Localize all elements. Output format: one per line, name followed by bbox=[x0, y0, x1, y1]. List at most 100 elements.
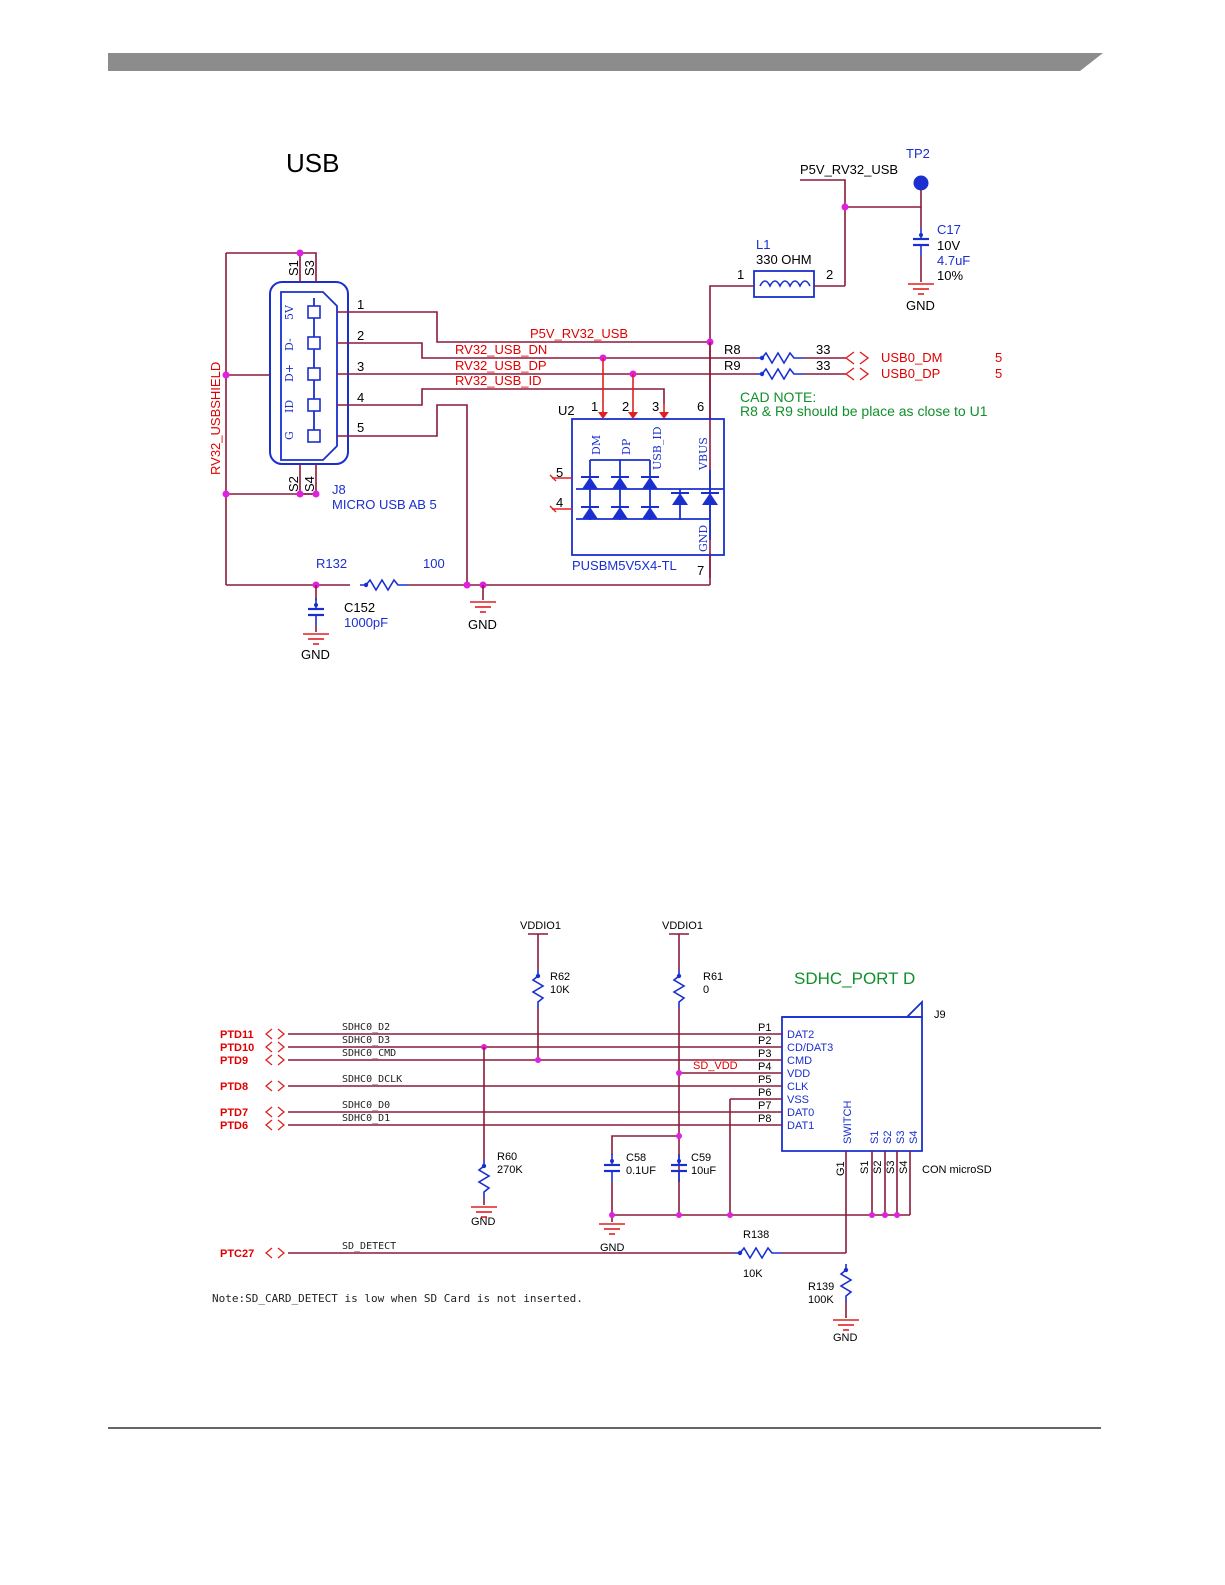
r8-value: 33 bbox=[816, 342, 830, 357]
c58-gnd-label: GND bbox=[600, 1242, 625, 1254]
port-ptd6: PTD6 bbox=[220, 1120, 248, 1132]
r132-value: 100 bbox=[423, 556, 445, 571]
j9-sig-dat1: DAT1 bbox=[787, 1120, 814, 1132]
u2-pin2: 2 bbox=[622, 399, 629, 414]
r8-ref: R8 bbox=[724, 342, 741, 357]
l1-pin1: 1 bbox=[737, 267, 744, 282]
j8-sig-dp: D+ bbox=[283, 364, 296, 382]
c58-ref: C58 bbox=[626, 1152, 646, 1164]
j8-sig-id: ID bbox=[283, 400, 296, 413]
j8-sig-g: G bbox=[283, 431, 296, 440]
net-sdhc0-d3: SDHC0_D3 bbox=[342, 1035, 390, 1046]
j8-s2: S2 bbox=[286, 476, 301, 492]
cad-note-title: CAD NOTE: bbox=[740, 389, 816, 405]
j9-p2: P2 bbox=[758, 1035, 771, 1047]
j9-part: CON microSD bbox=[922, 1164, 992, 1176]
j8-s4: S4 bbox=[302, 476, 317, 492]
j9-ref: J9 bbox=[934, 1009, 946, 1021]
usb0-dp-sheet: 5 bbox=[995, 366, 1002, 381]
c152-value: 1000pF bbox=[344, 615, 388, 630]
u2-sig-dp: DP bbox=[620, 438, 633, 455]
r62-vddio1: VDDIO1 bbox=[520, 920, 561, 932]
l1-pin2: 2 bbox=[826, 267, 833, 282]
u2-pin3: 3 bbox=[652, 399, 659, 414]
c17-tolerance: 10% bbox=[937, 268, 963, 283]
u2-pin5: 5 bbox=[556, 465, 563, 480]
port-ptd10: PTD10 bbox=[220, 1042, 254, 1054]
c152-ref: C152 bbox=[344, 600, 375, 615]
j9-switch: SWITCH bbox=[842, 1101, 854, 1144]
j9-sig-dat0: DAT0 bbox=[787, 1107, 814, 1119]
port-ptd11: PTD11 bbox=[220, 1029, 254, 1041]
j9-g1: G1 bbox=[835, 1161, 847, 1176]
u2-pin7: 7 bbox=[697, 563, 704, 578]
usb0-dm-port: USB0_DM bbox=[881, 350, 942, 365]
j9-sig-cddat3: CD/DAT3 bbox=[787, 1042, 833, 1054]
j9-s4-inner: S4 bbox=[908, 1131, 920, 1144]
page-header-bar bbox=[108, 53, 1103, 71]
j9-p8: P8 bbox=[758, 1113, 771, 1125]
sd-detect-note: Note:SD_CARD_DETECT is low when SD Card … bbox=[212, 1292, 583, 1305]
r62-value: 10K bbox=[550, 984, 570, 996]
r60-ref: R60 bbox=[497, 1151, 517, 1163]
l1-value: 330 OHM bbox=[756, 252, 812, 267]
j9-p6: P6 bbox=[758, 1087, 771, 1099]
footer-rule bbox=[108, 1427, 1101, 1429]
j9-s3-inner: S3 bbox=[895, 1131, 907, 1144]
r139-ref: R139 bbox=[808, 1281, 834, 1293]
r60-value: 270K bbox=[497, 1164, 523, 1176]
r139-gnd-label: GND bbox=[833, 1332, 858, 1344]
u2-sig-gnd: GND bbox=[697, 525, 710, 552]
u2-ref: U2 bbox=[558, 403, 575, 418]
tp2-label: TP2 bbox=[906, 146, 930, 161]
sdhc-port-title: SDHC_PORT D bbox=[794, 969, 915, 988]
r61-value: 0 bbox=[703, 984, 709, 996]
net-sdhc0-d0: SDHC0_D0 bbox=[342, 1100, 390, 1111]
j8-pin2: 2 bbox=[357, 328, 364, 343]
u2-sig-vbus: VBUS bbox=[697, 437, 710, 471]
net-rv32-usb-dn: RV32_USB_DN bbox=[455, 342, 547, 357]
r139-value: 100K bbox=[808, 1294, 834, 1306]
j8-pin3: 3 bbox=[357, 359, 364, 374]
j9-sig-clk: CLK bbox=[787, 1081, 809, 1093]
r132-ref: R132 bbox=[316, 556, 347, 571]
r9-ref: R9 bbox=[724, 358, 741, 373]
cad-note-text: R8 & R9 should be place as close to U1 bbox=[740, 403, 988, 419]
net-rv32-usb-id: RV32_USB_ID bbox=[455, 373, 541, 388]
usb-section: USB TP2 P5V_RV32_USB C17 10V 4.7uF 10% G… bbox=[208, 146, 1002, 662]
j9-s3-outer: S3 bbox=[885, 1161, 897, 1174]
r61-ref: R61 bbox=[703, 971, 723, 983]
net-sdhc0-dclk: SDHC0_DCLK bbox=[342, 1074, 402, 1085]
j8-pin1: 1 bbox=[357, 297, 364, 312]
u2-tvs-array bbox=[571, 418, 725, 556]
r61-vddio1: VDDIO1 bbox=[662, 920, 703, 932]
c59-value: 10uF bbox=[691, 1165, 716, 1177]
net-rv32-usb-dp: RV32_USB_DP bbox=[455, 358, 547, 373]
j8-pin4: 4 bbox=[357, 390, 364, 405]
port-ptd7: PTD7 bbox=[220, 1107, 248, 1119]
l1-ref: L1 bbox=[756, 237, 770, 252]
j9-s4-outer: S4 bbox=[898, 1161, 910, 1174]
c17-gnd-label: GND bbox=[906, 298, 935, 313]
net-sd-vdd: SD_VDD bbox=[693, 1060, 738, 1072]
j9-s2-outer: S2 bbox=[872, 1161, 884, 1174]
r138-ref: R138 bbox=[743, 1229, 769, 1241]
j8-s1: S1 bbox=[286, 260, 301, 276]
c152-gnd-label: GND bbox=[301, 647, 330, 662]
c17-value: 4.7uF bbox=[937, 253, 970, 268]
u2-pin6: 6 bbox=[697, 399, 704, 414]
j9-p5: P5 bbox=[758, 1074, 771, 1086]
net-sd-detect: SD_DETECT bbox=[342, 1241, 396, 1252]
net-sdhc0-cmd: SDHC0_CMD bbox=[342, 1048, 396, 1059]
j8-ref: J8 bbox=[332, 482, 346, 497]
j8-part: MICRO USB AB 5 bbox=[332, 497, 437, 512]
c59-ref: C59 bbox=[691, 1152, 711, 1164]
net-sdhc0-d1: SDHC0_D1 bbox=[342, 1113, 390, 1124]
port-ptc27: PTC27 bbox=[220, 1248, 254, 1260]
u2-part: PUSBM5V5X4-TL bbox=[572, 558, 677, 573]
j8-pin-boxes bbox=[307, 305, 321, 443]
u2-pin1: 1 bbox=[591, 399, 598, 414]
rv32-usbshield-net: RV32_USBSHIELD bbox=[208, 362, 223, 475]
l1-inductor bbox=[753, 270, 815, 298]
net-sdhc0-d2: SDHC0_D2 bbox=[342, 1022, 390, 1033]
